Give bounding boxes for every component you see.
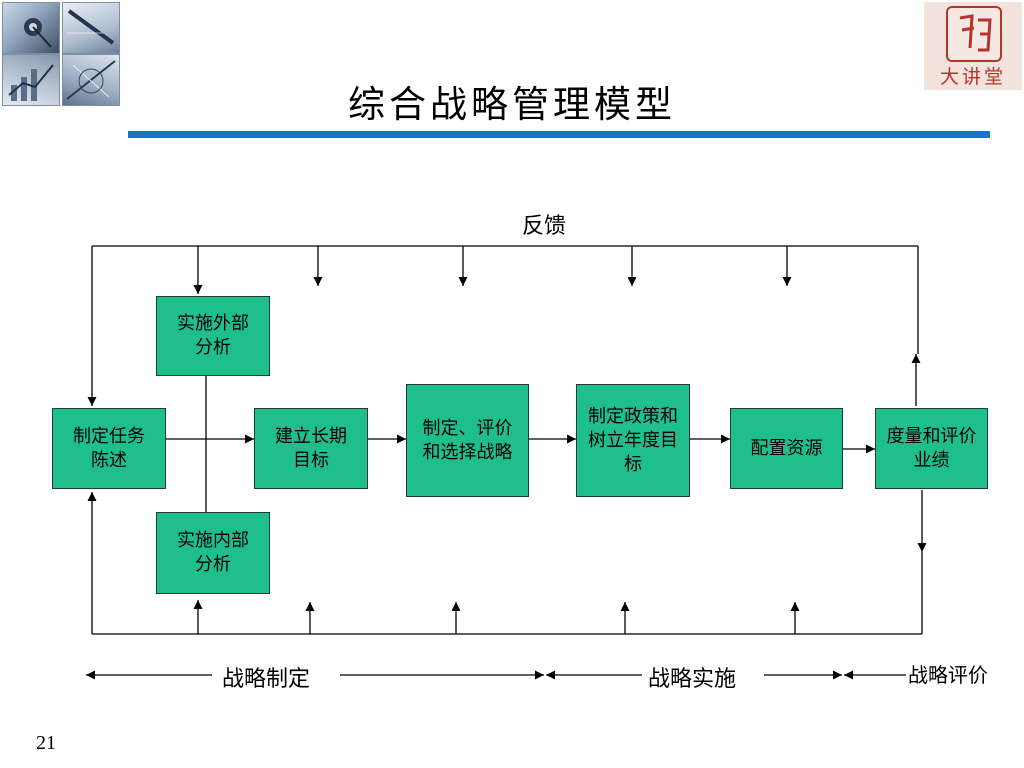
external-analysis-box: 实施外部分析 — [156, 296, 270, 376]
chart-thumbnail — [2, 54, 60, 106]
title-divider — [128, 131, 990, 138]
slide-title: 综合战略管理模型 — [348, 83, 676, 126]
allocate-resources-box: 配置资源 — [730, 408, 843, 489]
company-logo: 大讲堂 — [924, 2, 1022, 90]
internal-analysis-label: 实施内部分析 — [177, 530, 249, 575]
long-term-goals-label: 建立长期目标 — [275, 425, 347, 471]
seal-icon — [946, 6, 1002, 62]
blueprint-thumbnail — [62, 54, 120, 106]
strategy-label: 制定、评价和选择战略 — [422, 417, 513, 463]
feedback-label: 反馈 — [522, 208, 567, 240]
decorative-thumbnails — [0, 0, 122, 106]
phase-formulation-label: 战略制定 — [222, 661, 311, 693]
measure-performance-label: 度量和评价业绩 — [886, 425, 977, 471]
compass-thumbnail — [2, 2, 60, 54]
phase-implementation-label: 战略实施 — [648, 661, 737, 693]
strategy-box: 制定、评价和选择战略 — [406, 384, 529, 497]
mission-box: 制定任务陈述 — [52, 408, 166, 489]
external-analysis-label: 实施外部分析 — [177, 313, 249, 358]
page-number: 21 — [36, 732, 56, 754]
measure-performance-box: 度量和评价业绩 — [875, 408, 988, 489]
ruler-icon — [66, 60, 116, 100]
phase-evaluation-label: 战略评价 — [908, 659, 988, 688]
allocate-resources-label: 配置资源 — [750, 437, 823, 459]
policy-box: 制定政策和树立年度目标 — [576, 384, 690, 497]
logo-text: 大讲堂 — [939, 66, 1006, 88]
pen-icon — [67, 9, 115, 45]
long-term-goals-box: 建立长期目标 — [254, 408, 368, 489]
mission-box-label: 制定任务陈述 — [73, 425, 145, 471]
internal-analysis-box: 实施内部分析 — [156, 512, 270, 594]
pen-thumbnail — [62, 2, 120, 54]
compass-icon — [24, 18, 52, 48]
bar-chart-icon — [8, 64, 54, 101]
policy-label: 制定政策和树立年度目标 — [588, 405, 678, 475]
